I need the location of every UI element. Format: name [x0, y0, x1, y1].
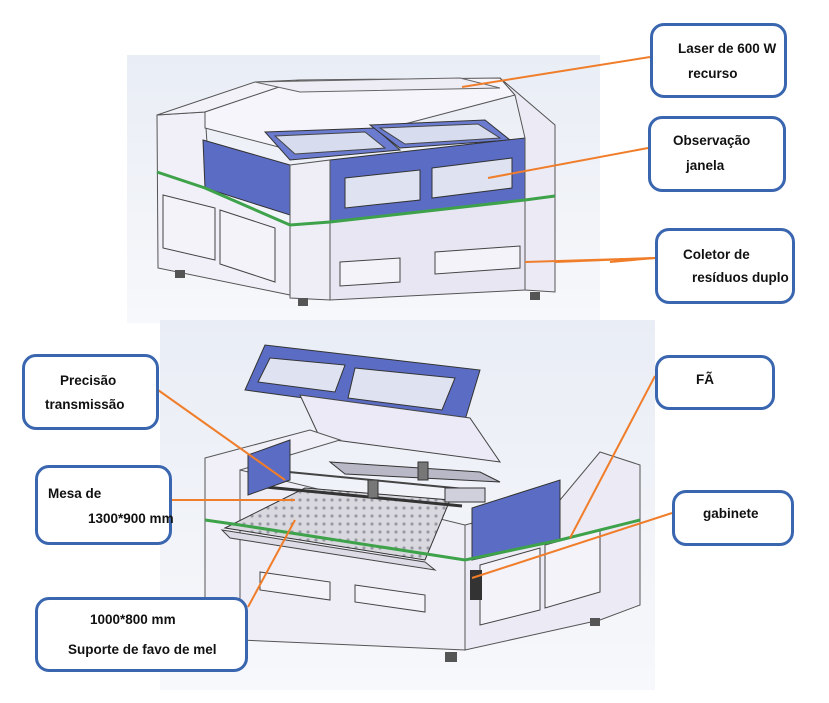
leader-cabinet: [471, 512, 673, 579]
callout-transmission-line2: transmissão: [45, 397, 125, 412]
leader-honeycomb: [247, 519, 296, 608]
callout-table-line1: Mesa de: [48, 486, 102, 501]
callout-honeycomb-support: 1000*800 mm Suporte de favo de mel: [35, 597, 248, 672]
callout-table-size: Mesa de 1300*900 mm: [35, 465, 174, 545]
callout-observation-window: Observação janela: [648, 116, 786, 192]
callout-window-line1: Observação: [673, 133, 751, 148]
callout-collector-line2: resíduos duplo: [692, 270, 789, 285]
callout-laser-power: Laser de 600 W recurso: [650, 23, 787, 98]
callout-honeycomb-line2: Suporte de favo de mel: [68, 642, 217, 657]
leader-laser: [461, 56, 651, 88]
callout-table-line2: 1300*900 mm: [88, 511, 174, 526]
callout-fan: FÃ: [655, 355, 775, 410]
callout-cabinet-line1: gabinete: [703, 506, 759, 521]
callout-window-line2: janela: [686, 158, 725, 173]
leader-window: [487, 147, 649, 179]
leader-fan: [569, 375, 656, 539]
callout-waste-collector: Coletor de resíduos duplo: [655, 228, 795, 304]
callout-collector-line1: Coletor de: [683, 247, 750, 262]
leader-transmission: [157, 389, 286, 481]
callout-laser-line1: Laser de 600 W: [678, 41, 777, 56]
leader-collector-3: [609, 257, 656, 263]
callout-cabinet: gabinete: [672, 490, 794, 546]
leader-lines: [157, 56, 673, 608]
callout-fan-line1: FÃ: [696, 372, 714, 387]
callout-laser-line2: recurso: [688, 66, 738, 81]
callout-honeycomb-line1: 1000*800 mm: [90, 612, 176, 627]
callout-precision-transmission: Precisão transmissão: [22, 354, 159, 430]
laser-machine-closed-view: [127, 55, 600, 323]
callout-transmission-line1: Precisão: [60, 373, 117, 388]
